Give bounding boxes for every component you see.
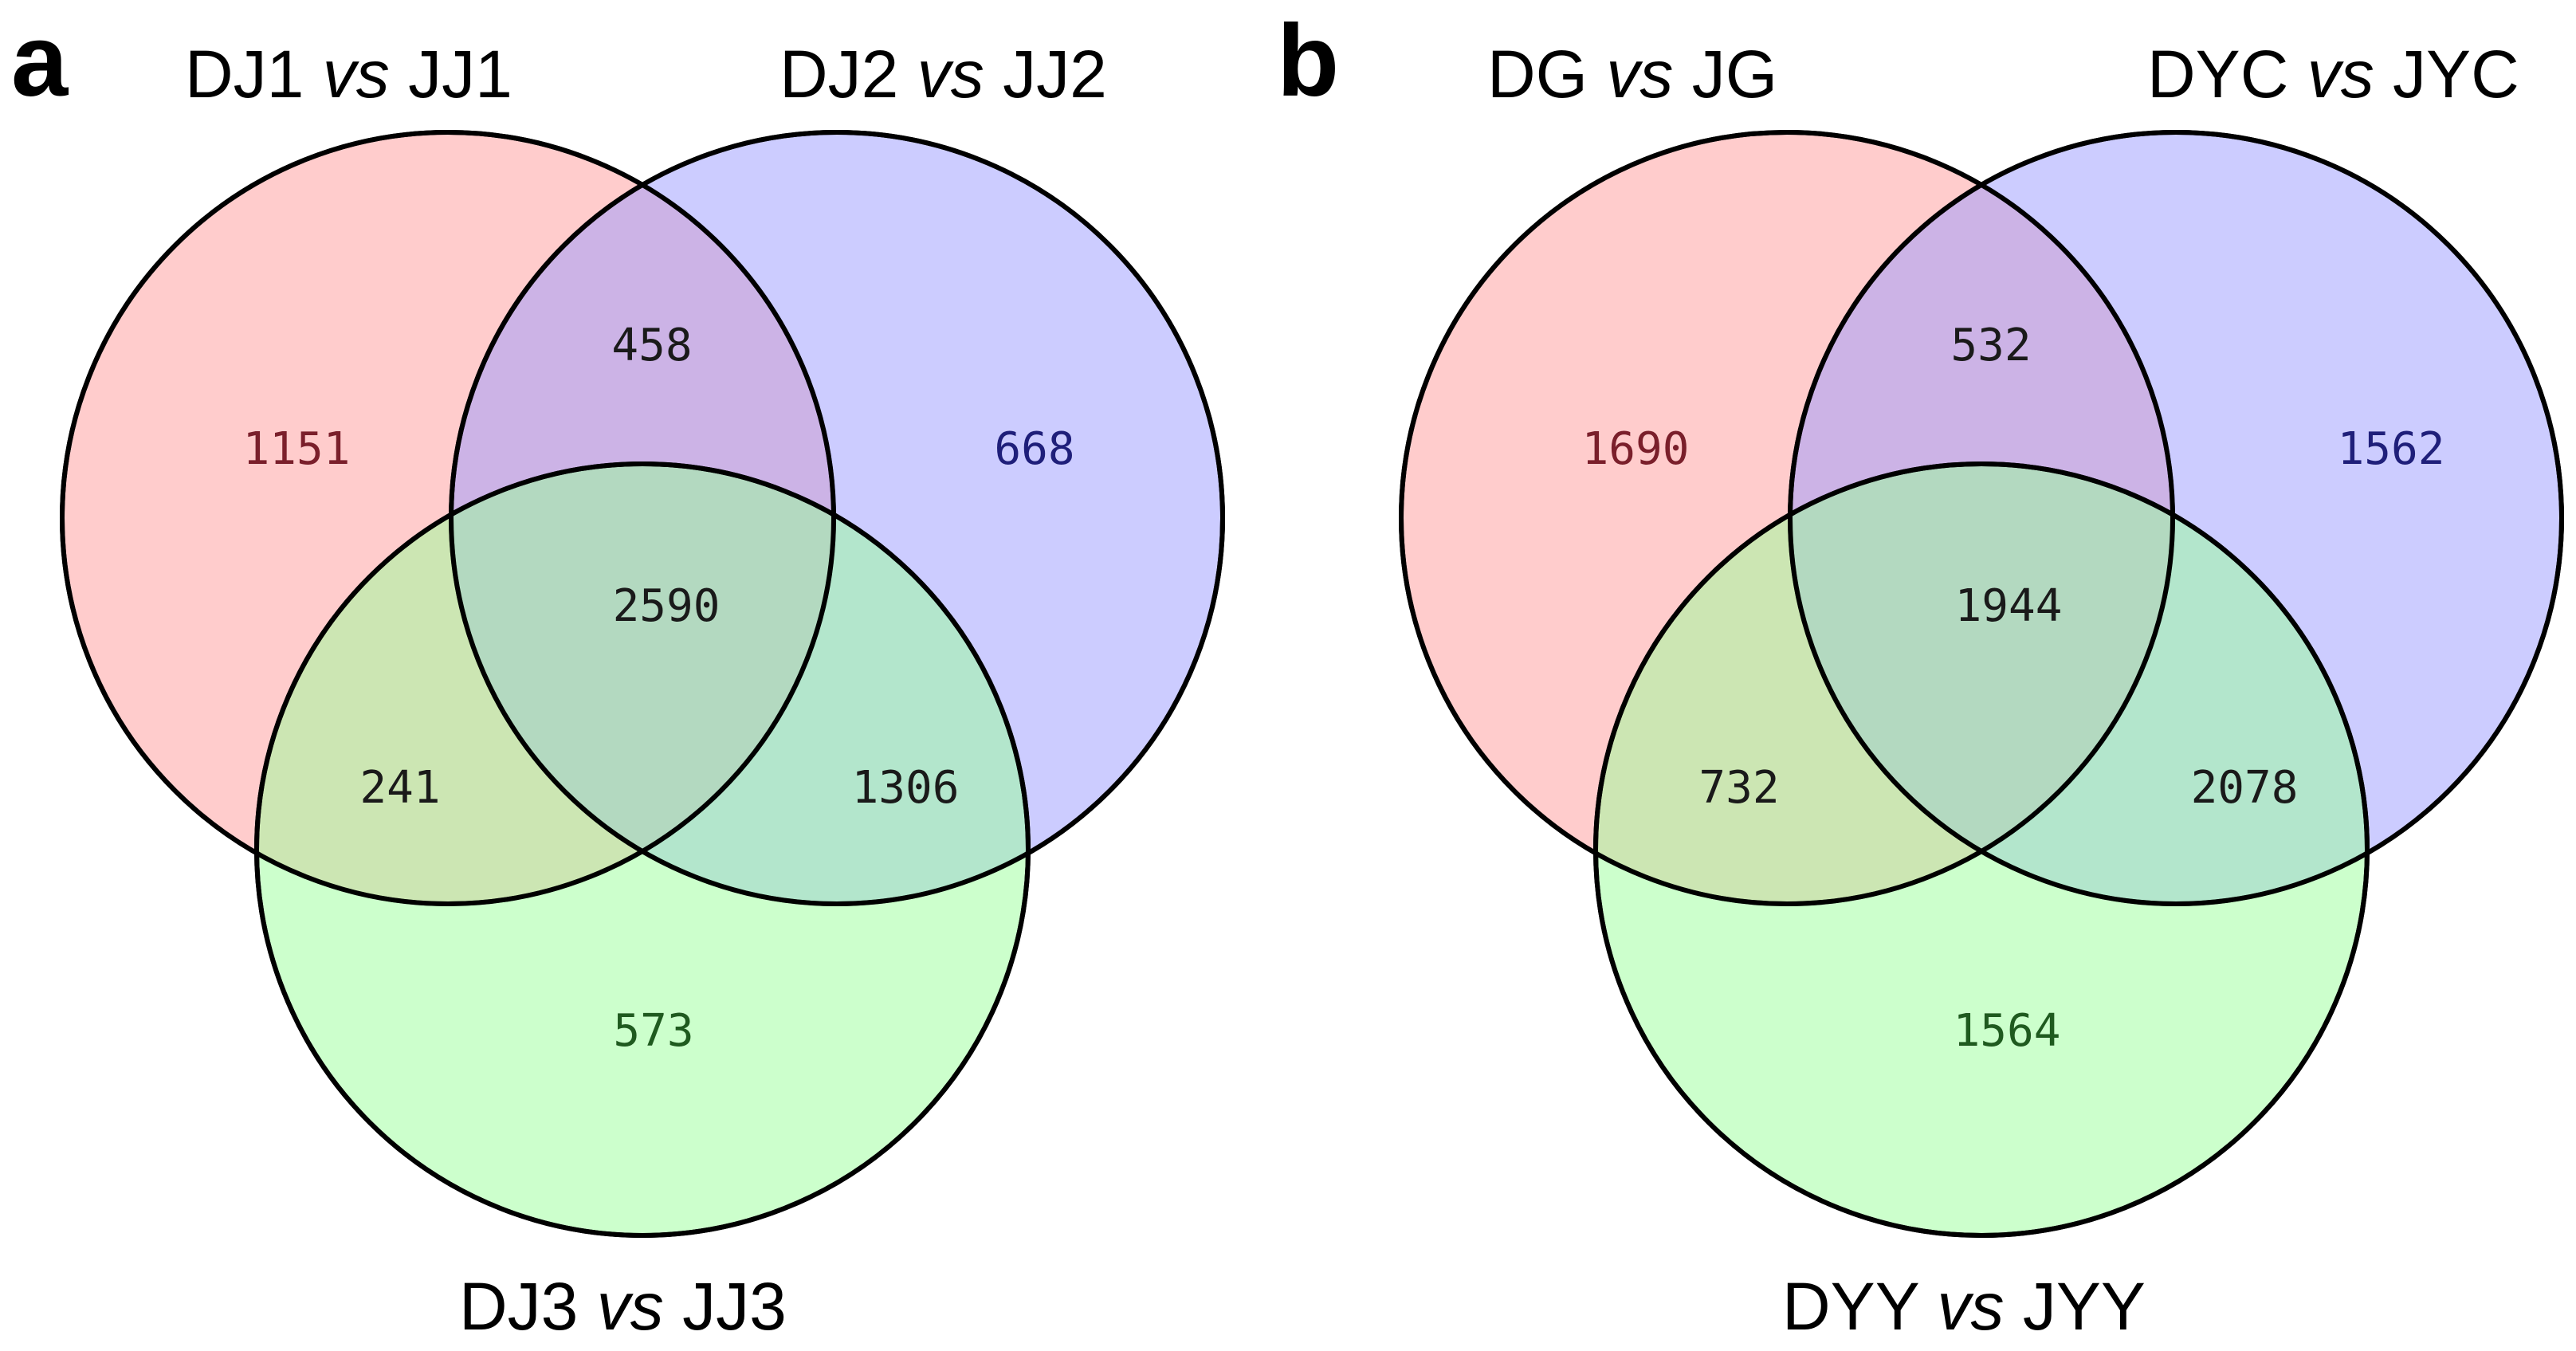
- count-intersection-all: 2590: [613, 580, 721, 632]
- set-outline-2: [449, 130, 1225, 906]
- count-only-1: 1151: [243, 423, 351, 475]
- count-intersection-1-3: 732: [1698, 762, 1779, 814]
- count-intersection-1-2: 458: [611, 320, 692, 371]
- set-label-2: DYC vs JYC: [2147, 37, 2519, 112]
- set-label-3: DYY vs JYY: [1782, 1269, 2146, 1344]
- set-outline-2: [1788, 130, 2564, 906]
- set-outline-3: [1593, 461, 2370, 1238]
- count-only-1: 1690: [1582, 423, 1690, 475]
- set-label-1: DJ1 vs JJ1: [185, 37, 512, 112]
- set-outline-1: [60, 130, 836, 906]
- count-only-2: 668: [994, 423, 1074, 475]
- panel-letter-b: b: [1277, 4, 1339, 118]
- count-only-2: 1562: [2338, 423, 2445, 475]
- count-intersection-2-3: 1306: [852, 762, 960, 814]
- count-only-3: 1564: [1954, 1005, 2061, 1057]
- count-intersection-all: 1944: [1955, 580, 2063, 632]
- set-label-2: DJ2 vs JJ2: [779, 37, 1107, 112]
- set-label-1: DG vs JG: [1487, 37, 1777, 112]
- set-outline-1: [1399, 130, 2175, 906]
- count-intersection-1-2: 532: [1950, 320, 2031, 371]
- panel-letter-a: a: [11, 4, 69, 118]
- panel-a: a DJ1 vs JJ1 DJ2 vs JJ2 DJ3 vs JJ3 1151 …: [11, 4, 1225, 1344]
- count-only-3: 573: [613, 1005, 693, 1057]
- count-intersection-1-3: 241: [359, 762, 440, 814]
- panel-b: b DG vs JG DYC vs JYC DYY vs JYY 1690 15…: [1277, 4, 2564, 1344]
- set-label-3: DJ3 vs JJ3: [459, 1269, 787, 1344]
- set-outline-3: [254, 461, 1031, 1238]
- count-intersection-2-3: 2078: [2191, 762, 2299, 814]
